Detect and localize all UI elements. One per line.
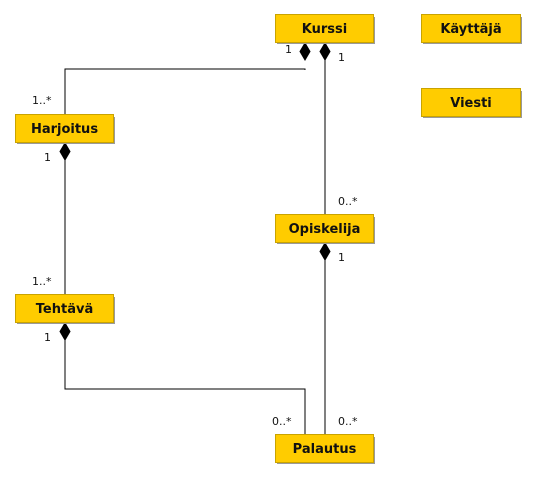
composition-diamond-kurssi-opiskelija (319, 42, 331, 61)
composition-diamond-kurssi-harjoitus (299, 42, 311, 61)
composition-diamond-tehtava-palautus (59, 322, 71, 341)
class-name-palautus: Palautus (293, 442, 357, 457)
class-box-harjoitus[interactable]: Harjoitus (15, 114, 116, 145)
class-name-kayttaja: Käyttäjä (440, 22, 501, 37)
association-line-tehtava-palautus (64, 337, 306, 434)
class-box-kayttaja[interactable]: Käyttäjä (421, 14, 523, 45)
class-name-harjoitus: Harjoitus (31, 122, 98, 137)
multiplicity-kurssi-opiskelija-source: 1 (338, 51, 345, 64)
class-name-viesti: Viesti (450, 96, 492, 111)
class-name-opiskelija: Opiskelija (289, 222, 361, 237)
class-box-palautus[interactable]: Palautus (275, 434, 376, 465)
multiplicity-kurssi-harjoitus-target: 1..* (32, 94, 52, 107)
class-box-opiskelija[interactable]: Opiskelija (275, 214, 376, 245)
composition-diamond-harjoitus-tehtava (59, 142, 71, 161)
multiplicity-opiskelija-palautus-target: 0..* (338, 415, 358, 428)
multiplicity-harjoitus-tehtava-target: 1..* (32, 275, 52, 288)
multiplicity-harjoitus-tehtava-source: 1 (44, 151, 51, 164)
class-box-viesti[interactable]: Viesti (421, 88, 523, 119)
multiplicity-kurssi-harjoitus-source: 1 (285, 43, 292, 56)
multiplicity-opiskelija-palautus-source: 1 (338, 251, 345, 264)
multiplicity-tehtava-palautus-target: 0..* (272, 415, 292, 428)
class-box-kurssi[interactable]: Kurssi (275, 14, 376, 45)
class-name-kurssi: Kurssi (302, 22, 347, 37)
multiplicity-tehtava-palautus-source: 1 (44, 331, 51, 344)
composition-diamond-opiskelija-palautus (319, 242, 331, 261)
association-line-kurssi-harjoitus (64, 68, 306, 114)
class-box-tehtava[interactable]: Tehtävä (15, 294, 116, 325)
class-name-tehtava: Tehtävä (36, 302, 93, 317)
multiplicity-kurssi-opiskelija-target: 0..* (338, 195, 358, 208)
